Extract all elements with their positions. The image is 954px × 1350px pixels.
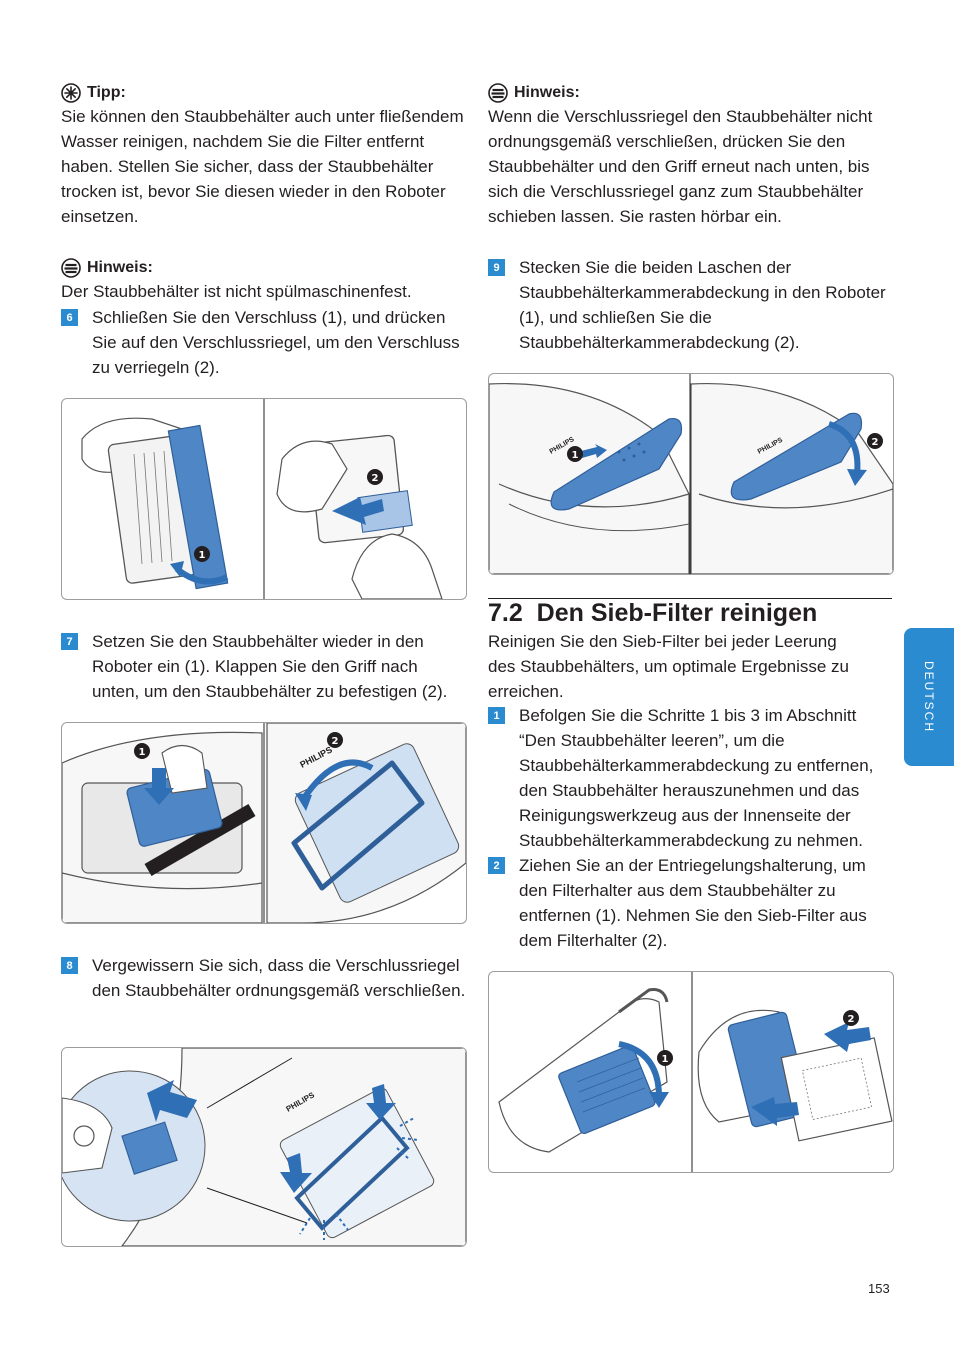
illustration-cover: PHILIPS 1 PHILIPS 2	[489, 374, 893, 574]
callout-2: 2	[372, 473, 379, 484]
step-6: 6 Schließen Sie den Verschluss (1), und …	[61, 305, 469, 380]
figure-step-2: 1 2	[488, 971, 894, 1173]
note-icon	[61, 258, 81, 278]
note-icon	[488, 83, 508, 103]
illustration-latches: PHILIPS	[62, 1048, 466, 1246]
tip-label: Tipp:	[87, 84, 126, 101]
page-number: 153	[868, 1281, 890, 1296]
note-text-right: Wenn die Verschlussriegel den Staubbehäl…	[488, 107, 873, 226]
step-1: 1 Befolgen Sie die Schritte 1 bis 3 im A…	[488, 703, 896, 853]
tip-block: Tipp: Sie können den Staubbehälter auch …	[61, 82, 466, 229]
note-block-right: Hinweis: Wenn die Verschlussriegel den S…	[488, 82, 896, 229]
illustration-insert-bin: 1 PHILIPS 2	[62, 723, 466, 923]
figure-step-6: 1 2	[61, 398, 467, 600]
language-tab: DEUTSCH	[904, 628, 954, 766]
figure-step-7: 1 PHILIPS 2	[61, 722, 467, 924]
illustration-close-lid: 1 2	[81, 399, 443, 599]
step-text: Befolgen Sie die Schritte 1 bis 3 im Abs…	[519, 706, 874, 850]
step-2: 2 Ziehen Sie an der Entriegelungshalteru…	[488, 853, 896, 953]
section-title: 7.2 Den Sieb-Filter reinigen	[488, 599, 818, 627]
callout-2: 2	[872, 437, 879, 448]
callout-1: 1	[662, 1054, 669, 1065]
tip-text: Sie können den Staubbehälter auch unter …	[61, 107, 464, 226]
note-text-left: Der Staubbehälter ist nicht spülmaschine…	[61, 282, 412, 301]
step-text: Stecken Sie die beiden Laschen der Staub…	[519, 258, 886, 352]
step-number: 1	[488, 707, 505, 724]
callout-2: 2	[848, 1014, 855, 1025]
section-rule	[488, 598, 892, 599]
step-text: Vergewissern Sie sich, dass die Verschlu…	[92, 956, 466, 1000]
illustration-filter: 1 2	[498, 972, 893, 1172]
step-number: 7	[61, 633, 78, 650]
callout-1: 1	[199, 550, 206, 561]
note-block-left: Hinweis: Der Staubbehälter ist nicht spü…	[61, 257, 466, 304]
step-number: 6	[61, 309, 78, 326]
section-intro: Reinigen Sie den Sieb-Filter bei jeder L…	[488, 632, 849, 701]
step-text: Schließen Sie den Verschluss (1), und dr…	[92, 308, 460, 377]
figure-step-9: PHILIPS 1 PHILIPS 2	[488, 373, 894, 575]
step-8: 8 Vergewissern Sie sich, dass die Versch…	[61, 953, 469, 1003]
tip-heading: Tipp:	[61, 82, 466, 104]
step-number: 8	[61, 957, 78, 974]
figure-step-8: PHILIPS	[61, 1047, 467, 1247]
language-tab-label: DEUTSCH	[922, 660, 936, 734]
note-heading-left: Hinweis:	[61, 257, 466, 279]
tip-icon	[61, 83, 81, 103]
step-number: 2	[488, 857, 505, 874]
note-label-right: Hinweis:	[514, 84, 580, 101]
step-number: 9	[488, 259, 505, 276]
callout-2: 2	[332, 736, 339, 747]
callout-1: 1	[572, 450, 579, 461]
step-text: Ziehen Sie an der Entriegelungshalterung…	[519, 856, 867, 950]
step-7: 7 Setzen Sie den Staubbehälter wieder in…	[61, 629, 469, 704]
step-text: Setzen Sie den Staubbehälter wieder in d…	[92, 632, 448, 701]
note-heading-right: Hinweis:	[488, 82, 896, 104]
step-9: 9 Stecken Sie die beiden Laschen der Sta…	[488, 255, 896, 355]
callout-1: 1	[139, 747, 146, 758]
note-label-left: Hinweis:	[87, 259, 153, 276]
